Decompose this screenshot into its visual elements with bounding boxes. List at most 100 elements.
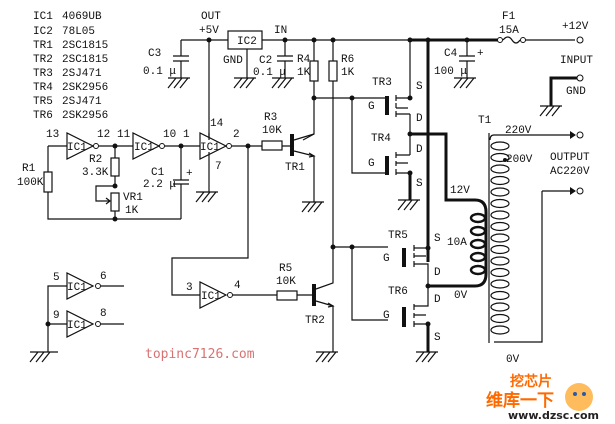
secondary-coil-turn (490, 256, 510, 266)
primary-0v-label: 0V (454, 290, 468, 302)
pin-1: 1 (183, 129, 190, 141)
pin-6: 6 (100, 271, 107, 283)
parts-list: IC1 4069UB IC2 78L05 TR1 2SC1815 TR2 2SC… (33, 11, 108, 122)
driver-tr2: 3 IC1 4 R5 10K TR2 (186, 247, 338, 363)
c4-polarity: + (477, 48, 484, 60)
ic1-a-label: IC1 (67, 142, 87, 154)
secondary-coil-turn (490, 233, 510, 243)
ic1-c-label: IC1 (200, 142, 220, 154)
secondary-coil-turn (490, 325, 510, 335)
input-voltage-label: +12V (562, 21, 589, 33)
tr3-source-label: S (416, 81, 423, 93)
tr5-drain-label: D (434, 267, 441, 279)
secondary-coil-turn (490, 198, 510, 209)
parts-value: 2SC1815 (62, 54, 108, 66)
c3-label: C3 (148, 48, 161, 60)
pin-13: 13 (46, 129, 59, 141)
secondary-coil-turn (490, 244, 510, 255)
input-terminals: +12V INPUT GND (539, 21, 593, 117)
c2-label: C2 (259, 55, 272, 67)
r3-value: 10K (262, 125, 282, 137)
parts-value: 2SC1815 (62, 40, 108, 52)
ic1-f-label: IC1 (67, 320, 87, 332)
regulator-gnd-label: GND (223, 55, 243, 67)
c2-value: 0.1 μ (253, 67, 286, 79)
driver-tr1: R3 10K TR1 (261, 112, 324, 213)
tr6-label: TR6 (388, 286, 408, 298)
mosfet-tr6: TR6 G D S (383, 286, 441, 363)
c1-label: C1 (151, 167, 165, 179)
pin-7: 7 (215, 161, 222, 173)
regulator-ic2: IC2 IN GND (223, 25, 287, 89)
transformer-t1: T1 12V 10A 0V 220V 200V 0V OUTPUT AC220V (447, 115, 590, 366)
tr5-label: TR5 (388, 230, 408, 242)
tr4-label: TR4 (371, 133, 391, 145)
parts-value: 2SK2956 (62, 110, 108, 122)
secondary-coil-turn (490, 302, 510, 312)
tr4-source-label: S (416, 178, 423, 190)
parts-ref: TR6 (33, 110, 53, 122)
primary-12v-label: 12V (450, 185, 470, 197)
tr2-label: TR2 (305, 315, 325, 327)
secondary-coil-turn (490, 221, 510, 232)
r6-value: 1K (341, 67, 355, 79)
input-label: INPUT (560, 55, 593, 67)
parts-ref: TR2 (33, 54, 53, 66)
transformer-label: T1 (478, 115, 492, 127)
pin-8: 8 (100, 308, 107, 320)
tr5-source-label: S (434, 233, 441, 245)
pin-11: 11 (117, 129, 131, 141)
tr1-label: TR1 (285, 162, 305, 174)
c1-polarity: + (186, 168, 193, 180)
tr6-source-label: S (434, 332, 441, 344)
fuse-rating: 15A (499, 25, 519, 37)
tap-0v-label: 0V (506, 354, 520, 366)
secondary-coil-turn (490, 152, 510, 163)
tap-220v-label: 220V (505, 125, 532, 137)
secondary-coil-turn (490, 187, 510, 197)
r3-label: R3 (264, 112, 277, 124)
input-gnd-terminal (576, 74, 584, 82)
r5-value: 10K (276, 276, 296, 288)
r4-label: R4 (297, 54, 311, 66)
regulator-in-label: IN (274, 25, 287, 37)
primary-current-label: 10A (447, 237, 467, 249)
tr6-drain-label: D (434, 294, 441, 306)
parts-value: 2SJ471 (62, 68, 102, 80)
secondary-coil-turn (490, 164, 510, 174)
output-type-label: AC220V (550, 166, 590, 178)
tr4-drain-label: D (416, 144, 423, 156)
parts-ref: TR3 (33, 68, 53, 80)
fuse-f1: F1 15A (497, 11, 526, 44)
tap-200v-label: 200V (506, 154, 533, 166)
capacitor-c3: C3 0.1 μ (143, 40, 190, 89)
tr3-label: TR3 (372, 77, 392, 89)
parts-ref: IC2 (33, 26, 53, 38)
mosfet-tr3: TR3 G S D (368, 40, 423, 134)
input-12v-terminal (576, 36, 584, 44)
r2-value: 3.3K (82, 167, 109, 179)
tr6-gate-label: G (383, 310, 390, 322)
ic1-b-label: IC1 (134, 142, 154, 154)
logo-top-text: 挖芯片 (510, 373, 552, 390)
secondary-coil-turn (490, 267, 510, 278)
resistor-r4: R4 1K (297, 40, 319, 98)
regulator-out-label: OUT (201, 11, 221, 23)
logo-mid-text: 维库一下 (486, 390, 554, 411)
parts-ref: TR4 (33, 82, 53, 94)
r5-label: R5 (279, 263, 292, 275)
vr1-value: 1K (125, 205, 139, 217)
secondary-coil-turn (490, 210, 510, 220)
oscillator: 13 IC1 12 11 IC1 10 1 R1 100K R2 3.3K VR… (17, 118, 290, 296)
parts-value: 78L05 (62, 26, 95, 38)
secondary-coil-turn (490, 313, 510, 324)
c3-value: 0.1 μ (143, 66, 176, 78)
c4-label: C4 (444, 48, 458, 60)
pin-5: 5 (53, 272, 60, 284)
output-label: OUTPUT (550, 152, 590, 164)
pin-14: 14 (210, 118, 224, 130)
parts-value: 4069UB (62, 11, 102, 23)
input-gnd-label: GND (566, 86, 586, 98)
parts-value: 2SJ471 (62, 96, 102, 108)
